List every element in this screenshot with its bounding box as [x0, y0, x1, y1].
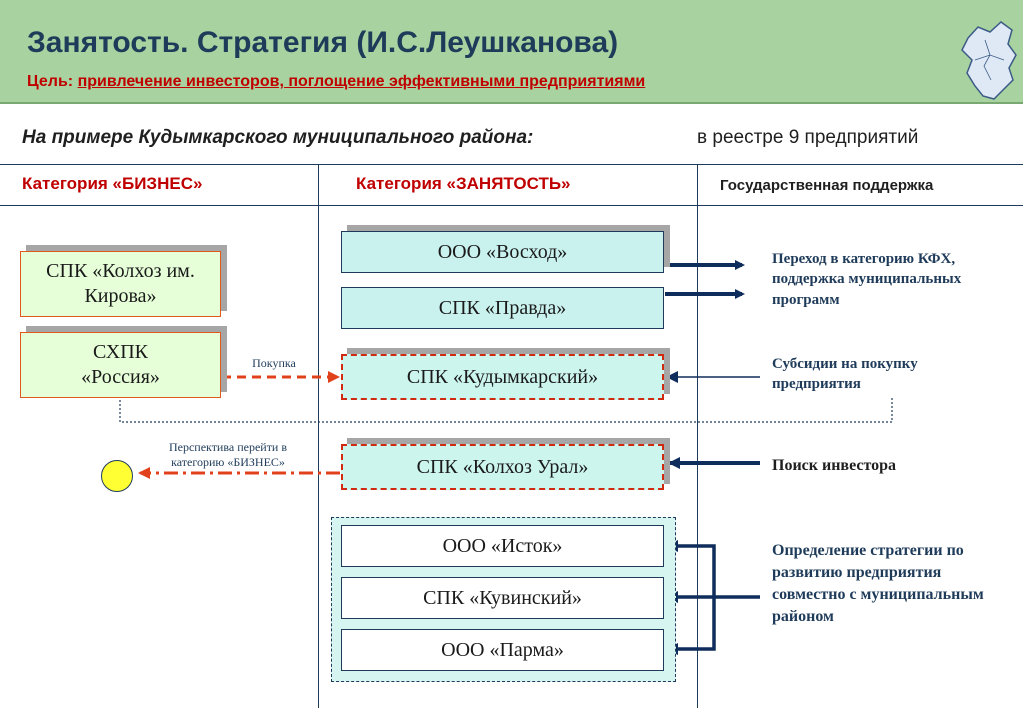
district-subtitle: На примере Кудымкарского муниципального … [22, 127, 534, 148]
column-divider-1 [318, 164, 319, 708]
business-target-circle [101, 460, 133, 492]
box-spk-kirov-label: СПК «Колхоз им. Кирова» [46, 260, 195, 307]
note-strategy: Определение стратегии по развитию предпр… [772, 542, 984, 626]
box-spk-pravda: СПК «Правда» [341, 287, 664, 329]
bracket-strategy [666, 540, 760, 599]
box-spk-kuvinsky: СПК «Кувинский» [341, 577, 664, 619]
note-kfh: Переход в категорию КФХ, поддержка муниц… [772, 251, 962, 308]
box-ooo-parma: ООО «Парма» [341, 629, 664, 671]
box-spk-kolkhoz-ural: СПК «Колхоз Урал» [341, 444, 664, 490]
column-header-support: Государственная поддержка [720, 177, 934, 194]
goal-text: привлечение инвесторов, поглощение эффек… [77, 73, 646, 90]
header-banner [0, 0, 1023, 104]
table-top-divider [0, 164, 1023, 165]
column-header-employment: Категория «ЗАНЯТОСТЬ» [356, 174, 571, 193]
box-skhpk-rossiya: СХПК «Россия» [20, 332, 221, 398]
purchase-label: Покупка [252, 356, 296, 370]
goal-line: Цель: привлечение инвесторов, поглощение… [27, 73, 645, 91]
perspective-label: Перспектива перейти в категорию «БИЗНЕС» [168, 440, 288, 469]
box-ooo-istok: ООО «Исток» [341, 525, 664, 567]
page-title: Занятость. Стратегия (И.С.Леушканова) [27, 26, 619, 59]
column-header-business: Категория «БИЗНЕС» [22, 174, 203, 193]
table-header-divider [0, 205, 1023, 206]
box-spk-kirov: СПК «Колхоз им. Кирова» [20, 251, 221, 317]
note-investor: Поиск инвестора [772, 457, 897, 474]
registry-count: в реестре 9 предприятий [697, 127, 919, 148]
box-skhpk-rossiya-label: СХПК «Россия» [81, 341, 160, 388]
box-spk-kudymkarsky: СПК «Кудымкарский» [341, 354, 664, 400]
column-divider-2 [697, 164, 698, 708]
note-subsidy: Субсидии на покупку предприятия [772, 356, 918, 393]
box-ooo-voskhod: ООО «Восход» [341, 231, 664, 273]
goal-label: Цель: [27, 73, 78, 90]
